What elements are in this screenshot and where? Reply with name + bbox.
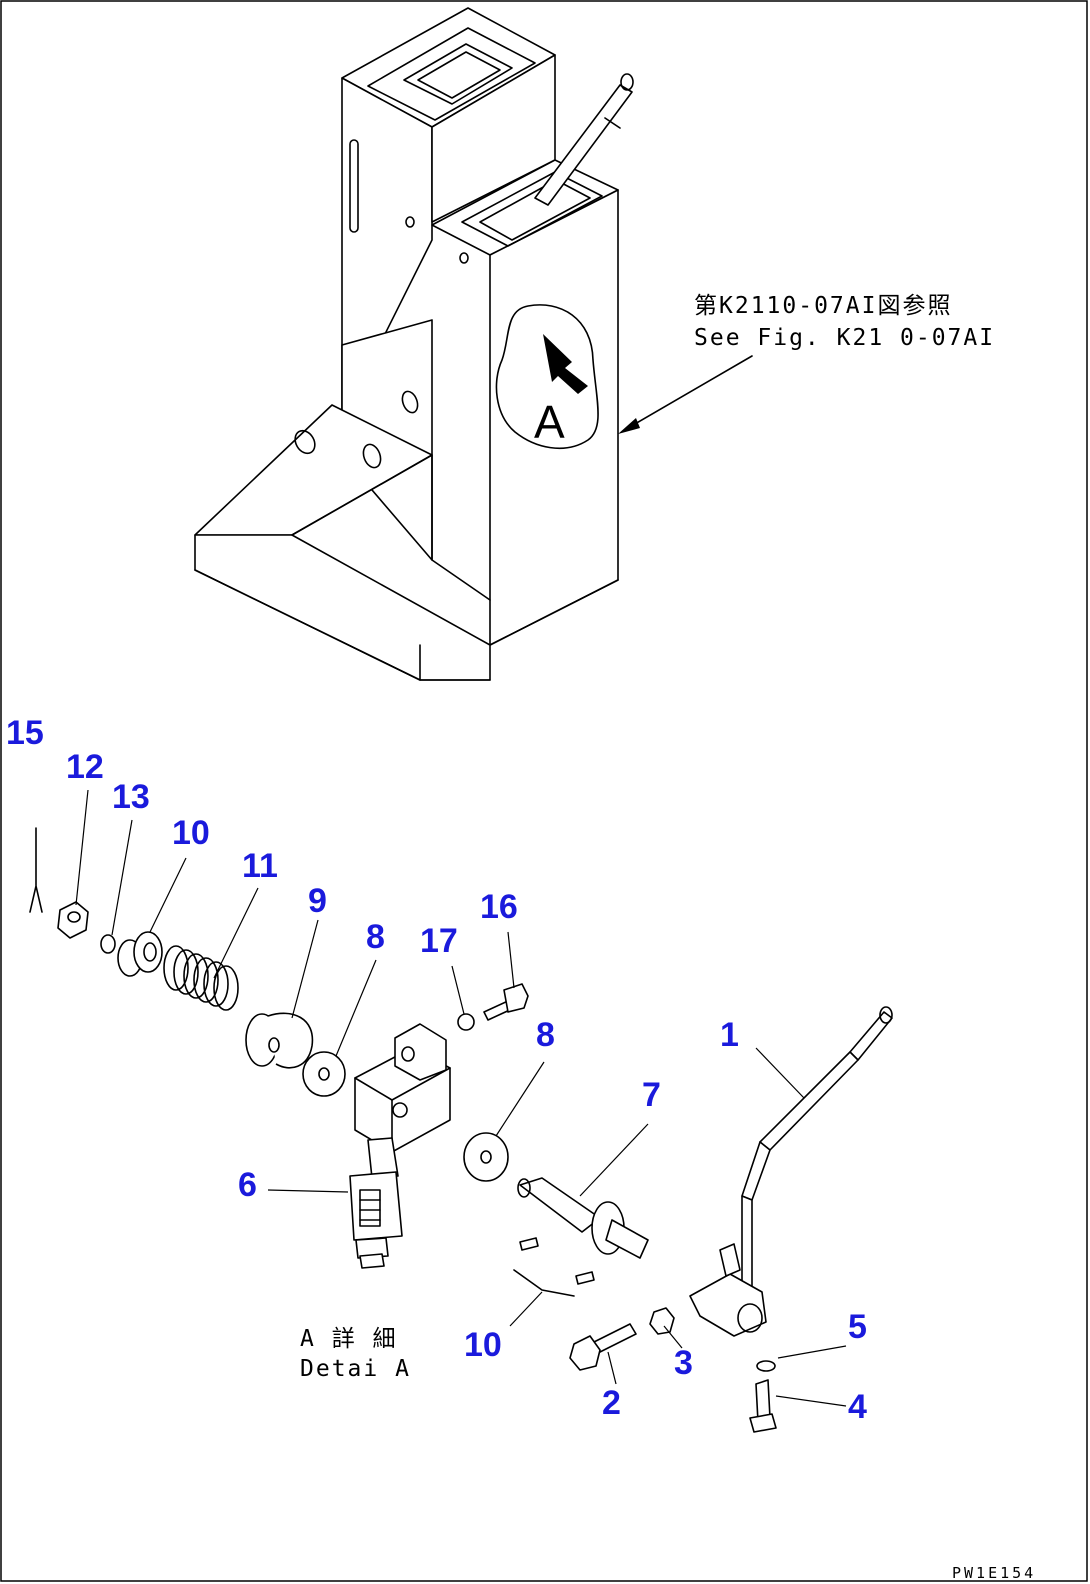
reference-note-en: See Fig. K21 0-07AI <box>694 325 995 351</box>
reference-note-jp: 第K2110-07AI図参照 <box>694 293 952 319</box>
part-13-nut <box>57 901 89 939</box>
callout-13: 12 <box>66 748 104 786</box>
callout-11: 10 <box>172 814 210 852</box>
callout-8-upper: 8 <box>366 918 385 956</box>
bracket <box>354 1023 451 1153</box>
part-10-keys <box>513 1237 595 1297</box>
detail-a-parts <box>29 827 893 1433</box>
callout-10: 10 <box>464 1326 502 1364</box>
part-2-bolt <box>569 1323 637 1371</box>
view-marker-letter: A <box>534 396 565 448</box>
part-8-washer-upper <box>302 1051 346 1097</box>
callout-1: 1 <box>720 1016 739 1054</box>
part-8-washer-lower <box>463 1132 509 1182</box>
callout-14: 13 <box>112 778 150 816</box>
part-6-switch <box>349 1137 403 1269</box>
callout-8-lower: 8 <box>536 1016 555 1054</box>
part-11-collar <box>117 931 163 977</box>
part-4-bolt <box>749 1379 777 1433</box>
callout-6: 6 <box>238 1166 257 1204</box>
callout-4: 4 <box>848 1388 867 1426</box>
callout-5: 5 <box>848 1308 867 1346</box>
callout-numbers: 15 12 13 10 11 9 8 17 16 8 1 7 6 10 3 2 … <box>6 714 867 1426</box>
part-7-shaft <box>517 1177 649 1259</box>
part-17-washer <box>457 1013 475 1031</box>
callout-17: 17 <box>420 922 458 960</box>
callout-9: 9 <box>308 882 327 920</box>
leader-lines <box>75 789 847 1407</box>
callout-16: 16 <box>480 888 518 926</box>
part-9-plate <box>245 1012 314 1069</box>
detail-label-en: Detai A <box>300 1356 411 1382</box>
callout-2: 2 <box>602 1384 621 1422</box>
detail-label-jp: A 詳 細 <box>300 1326 398 1352</box>
callout-15: 15 <box>6 714 44 752</box>
part-16-bolt <box>483 983 529 1021</box>
reference-note: 第K2110-07AI図参照 See Fig. K21 0-07AI <box>618 293 995 434</box>
part-5-washer <box>756 1360 776 1372</box>
console-housing <box>194 7 634 681</box>
part-3-nut <box>649 1307 675 1335</box>
callout-7: 7 <box>642 1076 661 1114</box>
part-12-spring <box>163 945 239 1011</box>
detail-view-marker: A <box>495 304 599 450</box>
part-15-pin <box>29 827 43 913</box>
part-1-lever <box>689 1006 893 1337</box>
callout-12: 11 <box>242 847 278 885</box>
drawing-code: PW1E154 <box>952 1564 1036 1582</box>
callout-3: 3 <box>674 1344 693 1382</box>
detail-label: A 詳 細 Detai A <box>300 1326 411 1382</box>
part-14-washer <box>100 934 116 954</box>
